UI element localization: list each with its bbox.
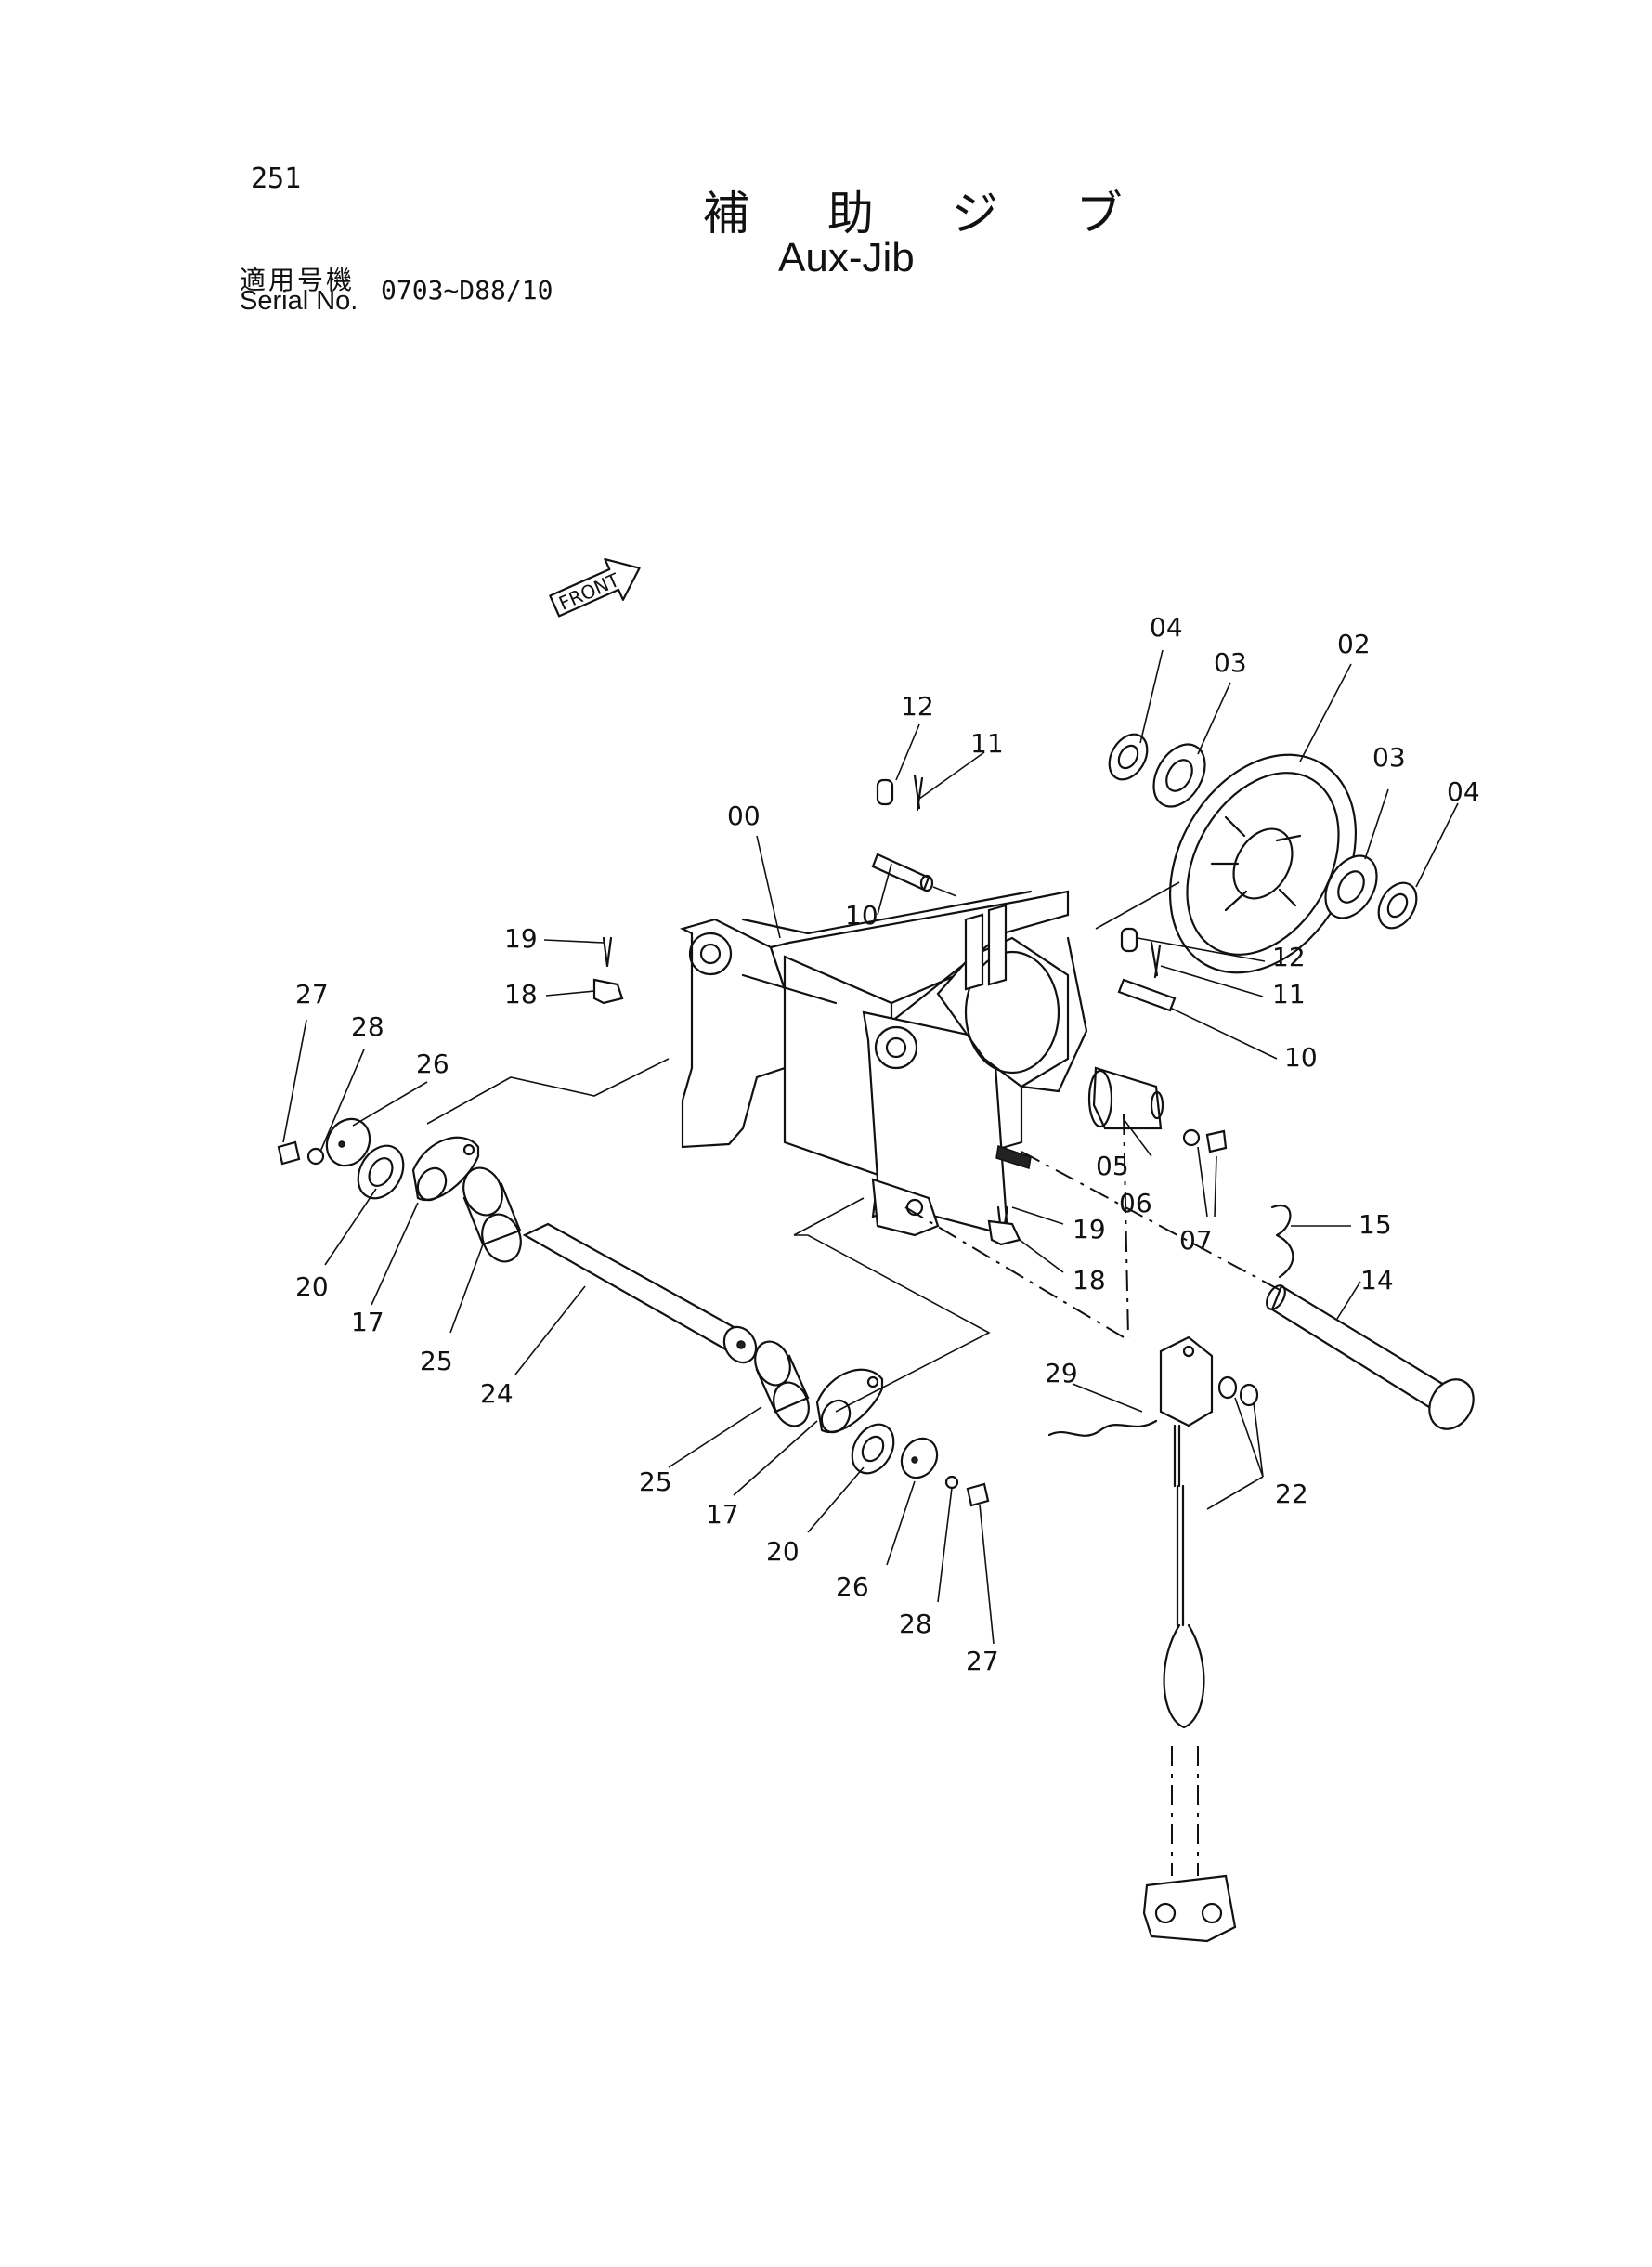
- callout-27: 27: [966, 1646, 999, 1676]
- callout-25: 25: [420, 1346, 453, 1376]
- callout-15: 15: [1359, 1209, 1392, 1240]
- callout-20: 20: [766, 1536, 800, 1567]
- callout-00: 00: [727, 801, 761, 831]
- callout-19: 19: [504, 923, 538, 954]
- callout-26: 26: [416, 1049, 449, 1079]
- callout-06: 06: [1119, 1188, 1152, 1218]
- callout-05: 05: [1096, 1151, 1129, 1181]
- front-arrow-icon: FRONT: [549, 557, 641, 618]
- callout-10: 10: [845, 900, 878, 931]
- serial-label-english: Serial No.: [240, 286, 358, 316]
- title-english: Aux-Jib: [778, 235, 915, 280]
- front-arrow-label: FRONT: [555, 568, 623, 615]
- callout-12: 12: [1272, 942, 1306, 972]
- callout-12: 12: [901, 691, 934, 722]
- callout-17: 17: [351, 1307, 384, 1337]
- jib-frame: [679, 890, 1088, 1237]
- center-block: [995, 1066, 1228, 1169]
- callout-04: 04: [1150, 612, 1183, 643]
- callout-07: 07: [1179, 1225, 1213, 1256]
- callout-17: 17: [706, 1499, 739, 1530]
- callout-26: 26: [836, 1571, 869, 1602]
- left-fastener-group: [277, 1117, 480, 1202]
- right-fastener-group: [815, 1368, 990, 1507]
- callout-22: 22: [1275, 1479, 1308, 1509]
- serial-range: 0703~D88/10: [381, 275, 553, 306]
- upper-pins: [871, 774, 1177, 1012]
- title-japanese: 補 助 ジ ブ: [703, 187, 1154, 241]
- long-pin: [1021, 1151, 1475, 1430]
- page-number: 251: [251, 163, 302, 195]
- callout-03: 03: [1214, 647, 1247, 678]
- lock-pins: [592, 936, 1021, 1246]
- callout-10: 10: [1284, 1042, 1318, 1073]
- callouts: 04 03 02 03 04 12 11 00 10 12 11 10 19 1…: [295, 612, 1480, 1676]
- callout-11: 11: [970, 728, 1004, 759]
- callout-04: 04: [1447, 776, 1480, 807]
- callout-18: 18: [1073, 1265, 1106, 1296]
- callout-24: 24: [480, 1378, 514, 1409]
- callout-29: 29: [1045, 1358, 1078, 1388]
- callout-11: 11: [1272, 979, 1306, 1010]
- callout-19: 19: [1073, 1214, 1106, 1244]
- leader-lines: [282, 649, 1459, 1645]
- callout-28: 28: [351, 1011, 384, 1042]
- callout-14: 14: [1360, 1265, 1394, 1296]
- serial-label-japanese: 適用号機: [240, 265, 356, 295]
- callout-28: 28: [899, 1609, 932, 1639]
- assembly-lines: [426, 1058, 1125, 1413]
- callout-03: 03: [1372, 742, 1406, 773]
- bushing-and-pipe: [462, 1166, 810, 1427]
- callout-20: 20: [295, 1271, 329, 1302]
- sheave-assembly: [1095, 733, 1418, 974]
- callout-18: 18: [504, 979, 538, 1010]
- callout-27: 27: [295, 979, 329, 1010]
- callout-25: 25: [639, 1466, 672, 1497]
- hook-assembly: [1047, 1114, 1259, 1943]
- callout-02: 02: [1337, 629, 1371, 659]
